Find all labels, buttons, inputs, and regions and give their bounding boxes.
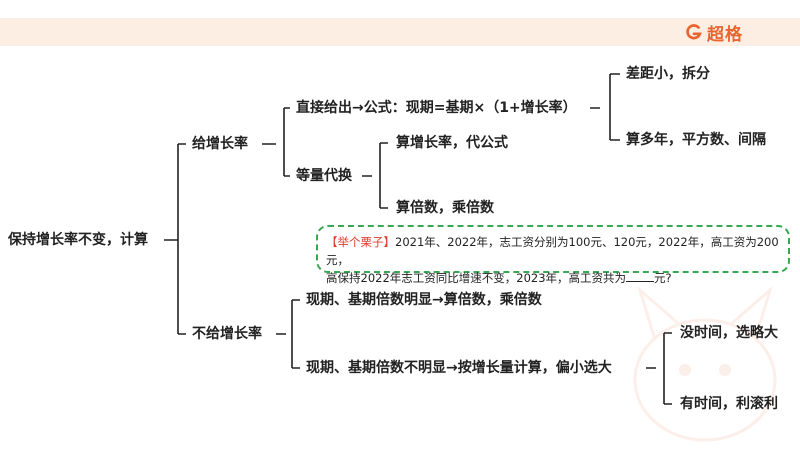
obvious-ratio-node: 现期、基期倍数明显→算倍数，乘倍数	[306, 292, 542, 308]
small-gap-node: 差距小，拆分	[626, 66, 710, 82]
root-node: 保持增长率不变，计算	[8, 232, 148, 248]
no-time-node: 没时间，选略大	[680, 325, 778, 341]
example-text-1: 2021年、2022年，志工资分别为100元、120元，2022年，高工资为20…	[326, 235, 779, 267]
not-obvious-ratio-node: 现期、基期倍数不明显→按增长量计算，偏小选大	[306, 360, 612, 376]
example-tag: 【举个栗子】	[326, 235, 395, 249]
multi-year-node: 算多年，平方数、间隔	[626, 132, 766, 148]
equivalent-node: 等量代换	[296, 168, 352, 184]
brand-logo: 超格	[685, 18, 743, 46]
example-line-2: 高保持2022年志工资同比增速不变，2023年，高工资共为 元?	[326, 269, 780, 287]
example-text-2: 高保持2022年志工资同比增速不变，2023年，高工资共为	[326, 271, 627, 285]
given-growth-node: 给增长率	[192, 136, 248, 152]
logo-text: 超格	[707, 24, 743, 45]
not-given-growth-node: 不给增长率	[192, 326, 262, 342]
mascot-watermark-icon	[633, 285, 777, 442]
example-text-2-end: 元?	[654, 271, 672, 285]
example-line-1: 【举个栗子】2021年、2022年，志工资分别为100元、120元，2022年，…	[326, 233, 780, 269]
answer-blank	[626, 271, 655, 282]
calc-growth-node: 算增长率，代公式	[396, 135, 508, 151]
header-band	[0, 18, 800, 46]
calc-ratio-node: 算倍数，乘倍数	[396, 200, 494, 216]
g-logo-icon	[686, 24, 702, 40]
direct-formula-node: 直接给出→公式：现期=基期×（1+增长率）	[296, 100, 577, 116]
example-box: 【举个栗子】2021年、2022年，志工资分别为100元、120元，2022年，…	[316, 225, 790, 285]
has-time-node: 有时间，利滚利	[680, 396, 778, 412]
